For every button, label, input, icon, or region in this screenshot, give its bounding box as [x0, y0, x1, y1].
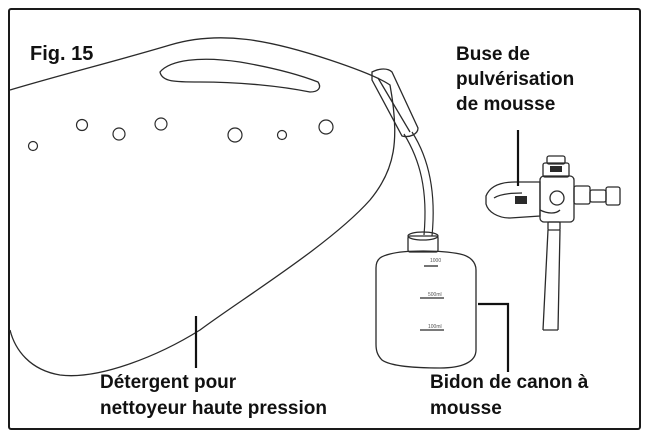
- detergent-stream: [403, 131, 434, 237]
- detergent-label-line-2: nettoyeur haute pression: [100, 398, 327, 419]
- bottle-mark-100ml: 100ml: [428, 324, 442, 330]
- nozzle-dark-knob: [550, 166, 562, 172]
- bottle-label-line-2: mousse: [430, 398, 502, 419]
- nozzle-label: Buse de pulvérisation de mousse: [456, 42, 574, 117]
- bottle-label-line-1: Bidon de canon à: [430, 372, 589, 393]
- figure-frame: [8, 8, 641, 430]
- canister-holes: [27, 117, 334, 152]
- bottle-mark-1000: 1000: [430, 258, 441, 264]
- figure-label: Fig. 15: [30, 43, 94, 65]
- foam-bottle: [375, 231, 477, 369]
- nozzle-dial: [549, 190, 565, 206]
- detergent-label: Détergent pour nettoyeur haute pression: [100, 370, 327, 422]
- bottle-mark-500ml: 500ml: [428, 292, 442, 298]
- detergent-canister: [9, 37, 419, 377]
- nozzle-label-line-3: de mousse: [456, 94, 556, 115]
- leader-lines: [194, 130, 520, 372]
- bottle-label: Bidon de canon à mousse: [430, 370, 588, 422]
- nozzle-pickup-tube: [542, 229, 561, 331]
- nozzle-dark-band: [515, 196, 527, 204]
- nozzle-label-line-1: Buse de: [456, 44, 530, 65]
- detergent-label-line-1: Détergent pour: [100, 372, 237, 393]
- bottle-scale: 1000 500ml 100ml: [428, 258, 442, 330]
- foam-nozzle: [485, 155, 621, 231]
- nozzle-label-line-2: pulvérisation: [456, 69, 575, 90]
